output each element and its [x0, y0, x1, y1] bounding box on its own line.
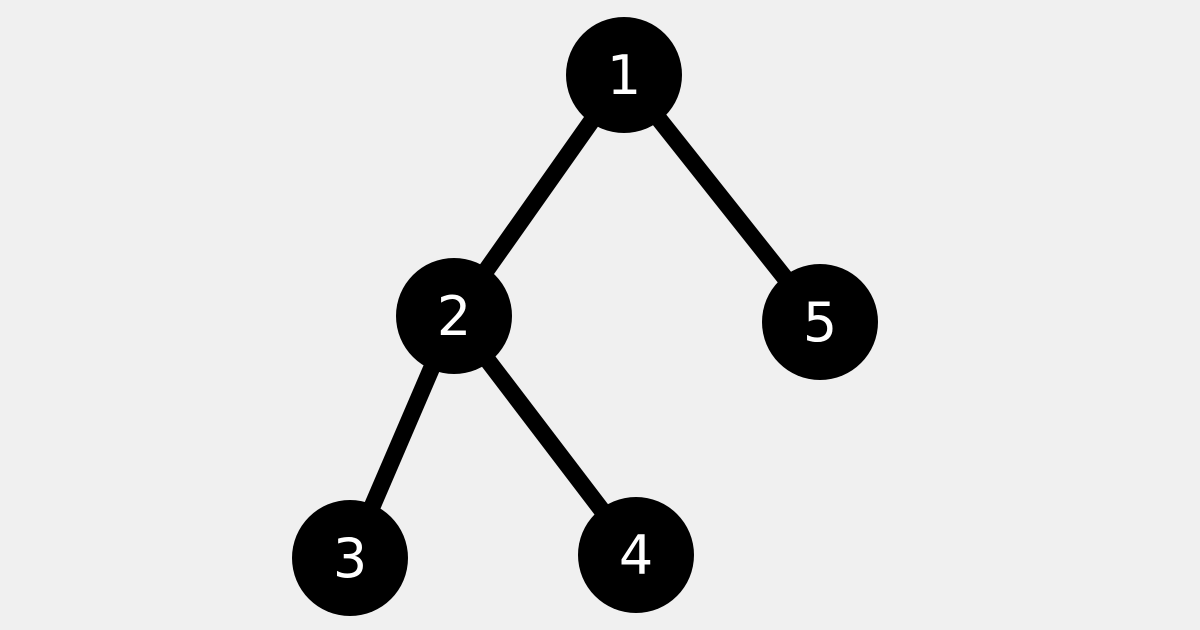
node-circle	[762, 264, 878, 380]
nodes-layer: 1 2 3 4 5	[292, 17, 878, 616]
tree-node-4: 4	[578, 497, 694, 613]
node-label: 4	[619, 524, 653, 587]
tree-node-1: 1	[566, 17, 682, 133]
node-label: 1	[607, 44, 641, 107]
node-label: 5	[803, 291, 837, 354]
tree-node-2: 2	[396, 258, 512, 374]
tree-node-5: 5	[762, 264, 878, 380]
node-label: 2	[437, 285, 471, 348]
tree-node-3: 3	[292, 500, 408, 616]
node-circle	[566, 17, 682, 133]
node-label: 3	[333, 527, 367, 590]
node-circle	[292, 500, 408, 616]
node-circle	[578, 497, 694, 613]
node-circle	[396, 258, 512, 374]
